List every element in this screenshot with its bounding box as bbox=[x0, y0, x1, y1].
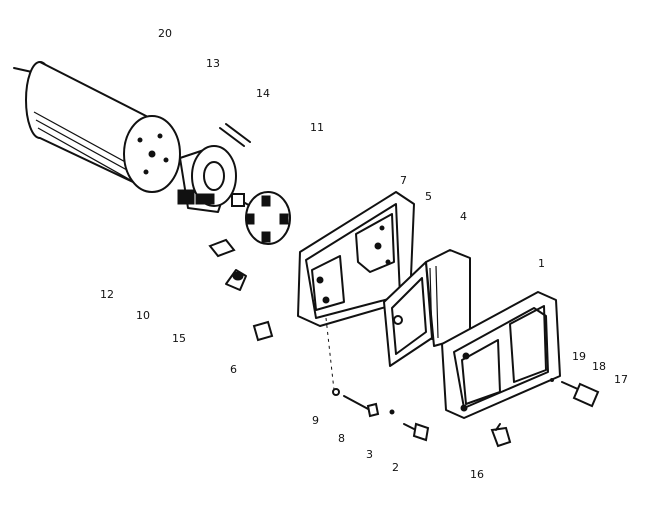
motor-bolt-hole bbox=[137, 137, 143, 143]
pump-body-hole bbox=[385, 259, 391, 265]
cover-part bbox=[441, 291, 561, 419]
motor-shaft-hole bbox=[148, 150, 156, 158]
impeller-vane bbox=[279, 213, 289, 225]
cover-bolt-hole bbox=[460, 404, 468, 412]
pump-body-port bbox=[311, 255, 345, 311]
pump-body-chamber bbox=[355, 213, 395, 273]
callout-8: 8 bbox=[338, 432, 345, 445]
cover-inner bbox=[453, 307, 549, 409]
callout-5: 5 bbox=[425, 190, 432, 203]
cover-window bbox=[461, 339, 501, 405]
screw-head bbox=[572, 382, 600, 408]
pump-body-hole bbox=[316, 276, 324, 284]
callout-2: 2 bbox=[392, 461, 399, 474]
screw-washer bbox=[550, 378, 554, 382]
key-part bbox=[208, 238, 236, 258]
long-bolt-8-head bbox=[366, 402, 380, 418]
callout-18: 18 bbox=[592, 360, 606, 373]
elbow-fitting-part bbox=[225, 269, 247, 291]
motor-body-stripes bbox=[33, 111, 141, 183]
long-bolt-8-shank bbox=[343, 395, 371, 411]
pump-body-hole bbox=[322, 296, 330, 304]
callout-19: 19 bbox=[572, 350, 586, 363]
callout-labels: 20 13 14 11 7 5 4 1 12 10 15 6 19 18 17 … bbox=[100, 27, 628, 481]
motor-bolt-hole bbox=[163, 157, 169, 163]
pump-body-hole bbox=[379, 225, 385, 231]
fasteners-part bbox=[325, 317, 512, 448]
washer-3 bbox=[389, 409, 395, 415]
callout-1: 1 bbox=[538, 257, 545, 270]
bolt-2-shank bbox=[403, 423, 417, 431]
callout-6: 6 bbox=[230, 363, 237, 376]
coupling-ring-part bbox=[177, 145, 237, 213]
callout-15: 15 bbox=[172, 332, 186, 345]
cover-screw-part bbox=[550, 378, 600, 408]
motor-housing-part bbox=[13, 61, 181, 193]
callout-10: 10 bbox=[136, 309, 150, 322]
bolt-2-head bbox=[412, 422, 430, 442]
motor-bolt-hole bbox=[143, 169, 149, 175]
callout-3: 3 bbox=[366, 448, 373, 461]
impeller-vane bbox=[245, 213, 255, 225]
cover-outline bbox=[441, 291, 561, 419]
bolt-16-shank bbox=[495, 423, 501, 431]
gasket-hole bbox=[393, 315, 403, 325]
motor-bolt-hole bbox=[157, 133, 163, 139]
callout-7: 7 bbox=[400, 174, 407, 187]
coupling-ring-notch bbox=[195, 193, 215, 205]
plate-part bbox=[425, 249, 471, 347]
impeller-hub bbox=[231, 193, 245, 207]
gasket-inner bbox=[391, 277, 427, 355]
motor-shaft bbox=[13, 67, 33, 73]
pin-part bbox=[219, 123, 251, 147]
callout-13: 13 bbox=[206, 57, 220, 70]
callout-4: 4 bbox=[460, 210, 467, 223]
pump-body-hole bbox=[374, 242, 382, 250]
bolt-16-head bbox=[490, 426, 512, 448]
impeller-vane bbox=[261, 231, 271, 243]
callout-17: 17 bbox=[614, 373, 628, 386]
cover-bolt-hole bbox=[462, 352, 470, 360]
pin-body-edge bbox=[225, 123, 251, 143]
cover-window bbox=[509, 305, 547, 383]
coupling-ring-notch bbox=[177, 189, 195, 205]
callout-20: 20 bbox=[158, 27, 172, 40]
plate-edge-lines bbox=[429, 265, 439, 341]
alignment-line bbox=[325, 317, 335, 391]
plug-body bbox=[252, 320, 274, 342]
callout-11: 11 bbox=[310, 121, 324, 134]
callout-14: 14 bbox=[256, 87, 270, 100]
impeller-vane bbox=[261, 195, 271, 207]
callout-9: 9 bbox=[312, 414, 319, 427]
pin-body bbox=[219, 127, 245, 147]
callout-16: 16 bbox=[470, 468, 484, 481]
plug-part bbox=[252, 320, 274, 342]
impeller-part bbox=[231, 191, 291, 245]
elbow-fitting-port bbox=[232, 271, 244, 281]
key-block bbox=[208, 238, 236, 258]
washer-9 bbox=[332, 388, 340, 396]
coupling-ring-bore bbox=[203, 161, 225, 191]
coupling-ring-face bbox=[191, 145, 237, 207]
callout-12: 12 bbox=[100, 288, 114, 301]
